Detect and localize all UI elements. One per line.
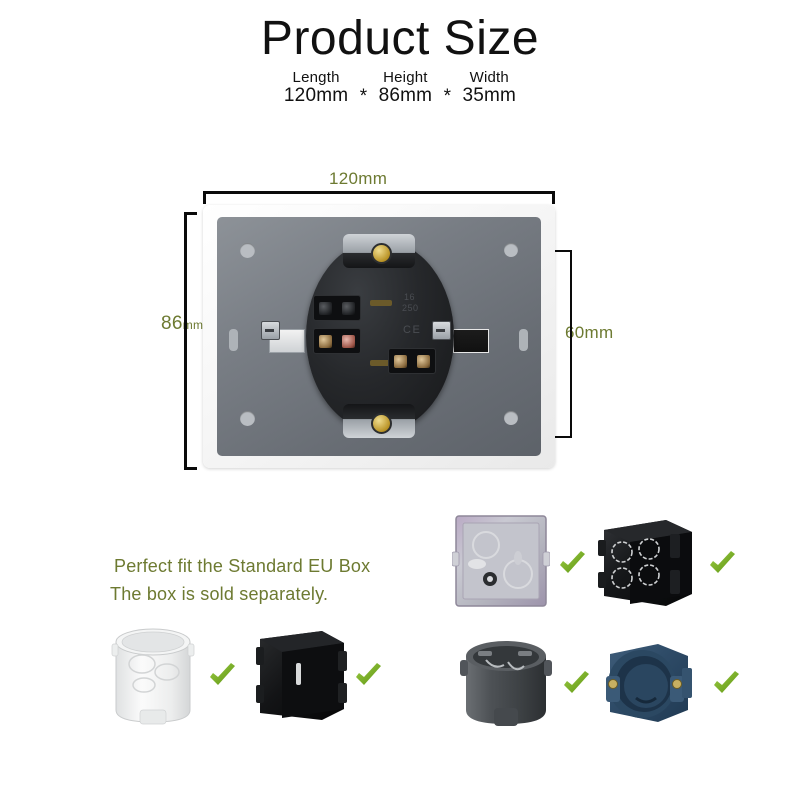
contact-tab-right — [453, 329, 489, 353]
screw-hole-top-right — [504, 243, 518, 257]
marking-ce-logo: CE — [403, 324, 422, 336]
dimension-width-label: Width — [469, 69, 509, 87]
height-bracket-line — [184, 212, 187, 470]
measurement-depth-label: 60mm — [565, 323, 614, 342]
checkmark-icon — [564, 671, 589, 693]
dimension-height-label: Height — [383, 69, 428, 87]
socket-backplate: 16 250 CE — [217, 217, 541, 456]
measurement-width-label: 120mm — [329, 169, 388, 188]
mounting-slot-left — [229, 329, 238, 351]
brass-screw-top — [371, 243, 392, 264]
earth-clip-bottom — [343, 404, 415, 438]
terminal-screw-right — [432, 321, 451, 340]
terminal-hole — [342, 334, 355, 348]
dimension-height-value: 86mm — [378, 85, 433, 107]
checkmark-icon — [356, 663, 381, 685]
dimension-summary: Length 120mm * Height 86mm * Width 35mm — [284, 70, 516, 108]
width-bracket-tick-right — [552, 191, 555, 204]
socket-mechanism: 16 250 CE — [306, 234, 454, 438]
checkmark-icon — [710, 551, 735, 573]
terminal-hole — [319, 301, 332, 315]
page-title: Product Size — [260, 12, 540, 65]
terminal-block-neutral — [313, 328, 361, 354]
terminal-hole — [417, 354, 430, 368]
mounting-slot-right — [519, 329, 528, 351]
measurement-height-unit: mm — [182, 318, 204, 332]
dimension-width: Width 35mm — [462, 70, 516, 105]
dimension-separator-2: * — [443, 86, 452, 108]
black-square-box-2-image — [598, 520, 692, 606]
earth-clip-top — [343, 234, 415, 268]
brass-screw-bottom — [371, 413, 392, 434]
black-square-box-image — [256, 631, 347, 720]
checkmark-icon — [714, 671, 739, 693]
dimension-height: Height 86mm — [379, 70, 433, 105]
gray-round-box-image — [460, 641, 552, 726]
height-bracket-tick-top — [184, 212, 197, 215]
width-bracket-tick-left — [203, 191, 206, 204]
product-socket-rear-view: 16 250 CE — [203, 205, 555, 468]
screw-hole-bottom-left — [240, 411, 255, 426]
white-round-box-image — [111, 628, 195, 725]
dimension-width-value: 35mm — [462, 85, 517, 107]
terminal-block-live — [313, 295, 361, 321]
marking-voltage: 250 — [402, 303, 419, 313]
screw-hole-bottom-right — [504, 411, 518, 425]
measurement-height-label: 86mm — [161, 313, 203, 335]
height-bracket-tick-bottom — [184, 467, 197, 470]
silver-square-box-image — [452, 515, 550, 607]
dimension-length-value: 120mm — [283, 85, 349, 107]
measurement-height-value: 86 — [161, 313, 183, 334]
dimension-length-label: Length — [292, 69, 340, 87]
depth-leader-line-vertical — [570, 250, 572, 438]
marking-amperage: 16 — [404, 292, 416, 302]
blue-round-box-image — [606, 644, 692, 722]
compatibility-line-1: Perfect fit the Standard EU Box — [114, 556, 371, 576]
checkmark-icon — [210, 663, 235, 685]
screw-hole-top-left — [240, 243, 255, 258]
dimension-separator-1: * — [359, 86, 368, 108]
terminal-hole — [394, 354, 407, 368]
width-bracket-line — [203, 191, 555, 194]
checkmark-icon — [560, 551, 585, 573]
center-cutout-bottom — [370, 360, 392, 366]
dimension-length: Length 120mm — [284, 70, 348, 105]
header: Product Size Length 120mm * Height 86mm … — [0, 0, 800, 108]
terminal-hole — [319, 334, 332, 348]
terminal-block-earth — [388, 348, 436, 374]
terminal-screw-left — [261, 321, 280, 340]
compatibility-line-2: The box is sold separately. — [110, 584, 329, 604]
center-cutout-top — [370, 300, 392, 306]
terminal-hole — [342, 301, 355, 315]
